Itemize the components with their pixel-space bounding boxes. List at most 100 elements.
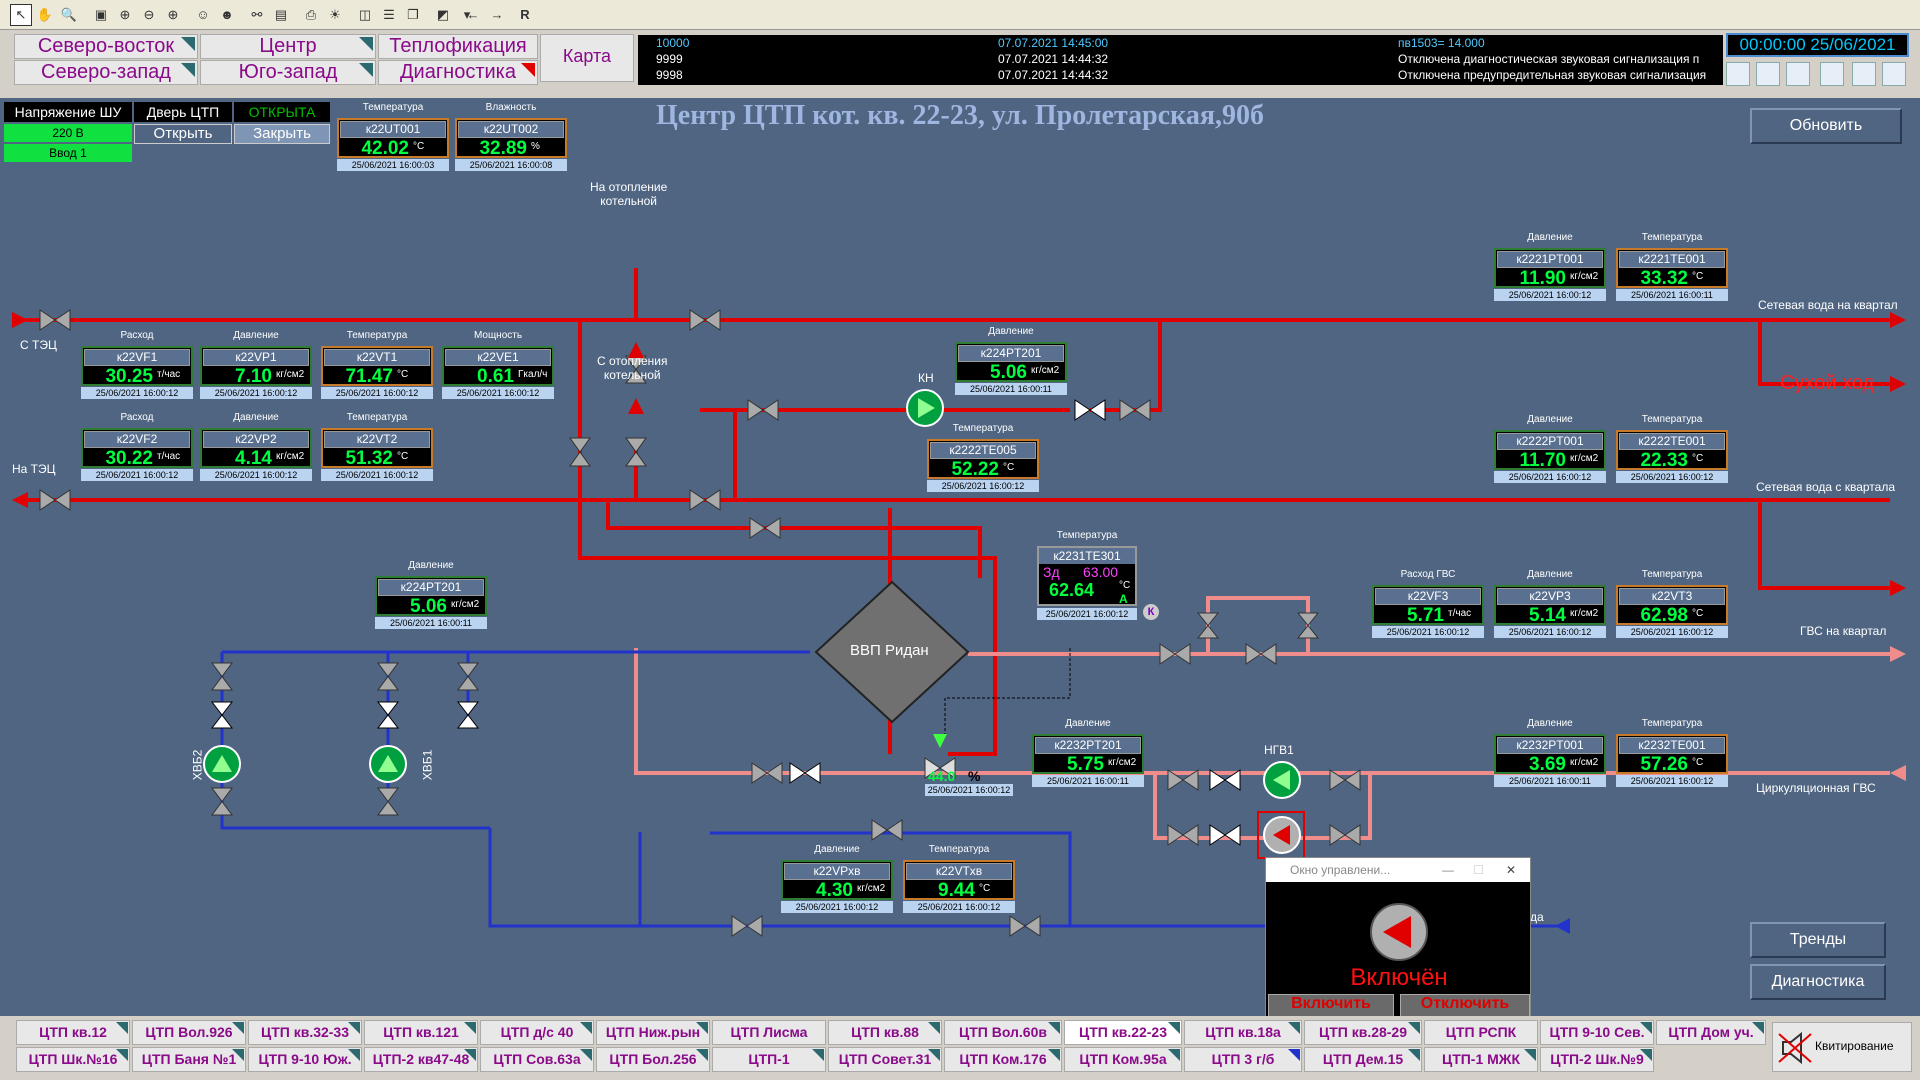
station-tab[interactable]: ЦТП Ком.176 xyxy=(944,1047,1062,1072)
zoom-fit-icon[interactable]: ⊕ xyxy=(119,7,131,22)
station-tab[interactable]: ЦТП-2 кв47-48 xyxy=(364,1047,478,1072)
table-icon[interactable]: ▤ xyxy=(274,7,288,22)
station-tab[interactable]: ЦТП-2 Шк.№9 xyxy=(1540,1047,1654,1072)
acknowledge-button[interactable]: Квитирование xyxy=(1772,1022,1912,1072)
gauge-caption: Давление xyxy=(1065,718,1111,729)
bulb-icon[interactable]: ☀ xyxy=(329,7,341,22)
station-tab[interactable]: ЦТП кв.32-33 xyxy=(248,1020,362,1045)
zoom-in-icon[interactable]: ⊕ xyxy=(167,7,179,22)
minimize-icon[interactable]: — xyxy=(1442,863,1454,877)
print-icon[interactable]: ⎙ xyxy=(305,7,317,22)
station-tab[interactable]: ЦТП Вол.60в xyxy=(944,1020,1062,1045)
trends-button[interactable]: Тренды xyxy=(1750,922,1886,958)
graph-icon[interactable]: ◩ xyxy=(436,7,450,22)
station-tab[interactable]: ЦТП Ниж.рын xyxy=(596,1020,710,1045)
station-tab[interactable]: ЦТП Сов.63а xyxy=(480,1047,594,1072)
nav-sever-zapad[interactable]: Северо-запад xyxy=(14,60,198,85)
hand-icon[interactable]: ✋ xyxy=(36,7,54,22)
pointer-icon[interactable]: ↖ xyxy=(10,4,32,26)
station-tab[interactable]: ЦТП 3 г/б xyxy=(1184,1047,1302,1072)
station-tab[interactable]: ЦТП-1 xyxy=(712,1047,826,1072)
diagnostics-button[interactable]: Диагностика xyxy=(1750,964,1886,1000)
refresh-button[interactable]: Обновить xyxy=(1750,108,1902,144)
gauge-timestamp: 25/06/2021 16:00:12 xyxy=(903,901,1015,913)
settings-icon[interactable] xyxy=(1882,62,1906,86)
station-tab[interactable]: ЦТП Бол.256 xyxy=(596,1047,710,1072)
station-tab[interactable]: ЦТП Ком.95а xyxy=(1064,1047,1182,1072)
nav-diagnostika[interactable]: Диагностика xyxy=(378,60,538,85)
gauge-timestamp: 25/06/2021 16:00:12 xyxy=(1372,626,1484,638)
gauge-tag: к22VP1 xyxy=(203,349,309,366)
gauge-value: 71.47 xyxy=(345,366,393,387)
exit-icon[interactable] xyxy=(1852,62,1876,86)
control-window[interactable]: Окно управлени... — ☐ ✕ Включён Включить… xyxy=(1265,857,1531,1029)
station-tab[interactable]: ЦТП кв.18а xyxy=(1184,1020,1302,1045)
page-title: Центр ЦТП кот. кв. 22-23, ул. Пролетарск… xyxy=(656,100,1264,131)
users-icon[interactable]: ☺ xyxy=(196,7,210,22)
station-tab[interactable]: ЦТП-1 МЖК xyxy=(1424,1047,1538,1072)
nav-teplofikaciya[interactable]: Теплофикация xyxy=(378,34,538,59)
control-window-titlebar[interactable]: Окно управлени... — ☐ ✕ xyxy=(1266,858,1530,882)
station-tab[interactable]: ЦТП 9-10 Сев. xyxy=(1540,1020,1654,1045)
zoom-icon[interactable]: 🔍 xyxy=(60,7,78,22)
layout-icon[interactable]: ◫ xyxy=(358,7,372,22)
gauge-unit: °C xyxy=(1003,462,1015,473)
windows-icon[interactable]: ❐ xyxy=(407,7,419,22)
nav-karta[interactable]: Карта xyxy=(540,34,634,82)
back-icon[interactable]: ← xyxy=(466,7,480,22)
corner-marker-icon xyxy=(1168,1049,1180,1061)
forward-icon[interactable]: → xyxy=(490,7,504,22)
r-button[interactable]: R xyxy=(520,7,530,22)
edit-icon[interactable] xyxy=(1756,62,1780,86)
network-icon[interactable] xyxy=(1726,62,1750,86)
station-tab[interactable]: ЦТП Вол.926 xyxy=(132,1020,246,1045)
station-tab[interactable]: ЦТП Совет.31 xyxy=(828,1047,942,1072)
gauge-caption: Расход xyxy=(120,412,154,423)
station-tab[interactable]: ЦТП РСПК xyxy=(1424,1020,1538,1045)
station-tab[interactable]: ЦТП Дом уч. xyxy=(1656,1020,1766,1045)
gauge-timestamp: 25/06/2021 16:00:12 xyxy=(81,469,193,481)
gauge-tag: к2222TE001 xyxy=(1619,433,1725,450)
corner-marker-icon xyxy=(1752,1022,1764,1034)
station-tab[interactable]: ЦТП Лисма xyxy=(712,1020,826,1045)
station-tab[interactable]: ЦТП кв.88 xyxy=(828,1020,942,1045)
k-badge[interactable]: К xyxy=(1143,604,1159,620)
corner-marker-icon xyxy=(1288,1022,1300,1034)
door-open-button[interactable]: Открыть xyxy=(134,124,232,144)
gauge-timestamp: 25/06/2021 16:00:11 xyxy=(1032,775,1144,787)
binoculars-icon[interactable]: ⚯ xyxy=(251,7,263,22)
maximize-icon[interactable]: ☐ xyxy=(1473,863,1484,877)
alarm-log[interactable]: 10000 07.07.2021 14:45:00 пв1503= 14.000… xyxy=(638,35,1723,85)
station-tab[interactable]: ЦТП кв.121 xyxy=(364,1020,478,1045)
station-tab[interactable]: ЦТП д/с 40 xyxy=(480,1020,594,1045)
plugin-icon[interactable] xyxy=(1786,62,1810,86)
door-close-button[interactable]: Закрыть xyxy=(234,124,330,144)
station-tab[interactable]: ЦТП кв.12 xyxy=(16,1020,130,1045)
setpoint-label: Зд xyxy=(1043,564,1060,580)
gauge-unit: кг/см2 xyxy=(276,451,305,462)
station-tab-active[interactable]: ЦТП кв.22-23 xyxy=(1064,1020,1182,1045)
nav-centr[interactable]: Центр xyxy=(200,34,376,59)
zoom-1-1-icon[interactable]: ▣ xyxy=(94,7,108,22)
zoom-out-icon[interactable]: ⊖ xyxy=(143,7,155,22)
nav-sever-vostok[interactable]: Северо-восток xyxy=(14,34,198,59)
rows-icon[interactable]: ☰ xyxy=(383,7,395,22)
corner-marker-icon xyxy=(696,1022,708,1034)
station-tab[interactable]: ЦТП Шк.№16 xyxy=(16,1047,130,1072)
user-icon[interactable]: ☻ xyxy=(220,7,234,22)
time-icon[interactable] xyxy=(1820,62,1844,86)
temperature-regulator[interactable]: Температура к2231TE301 Зд 63.00 62.64 °C… xyxy=(1037,530,1137,620)
arrow-down-icon[interactable]: ▾ xyxy=(463,7,471,22)
station-tab[interactable]: ЦТП Дем.15 xyxy=(1304,1047,1422,1072)
station-tab[interactable]: ЦТП Баня №1 xyxy=(132,1047,246,1072)
close-icon[interactable]: ✕ xyxy=(1505,863,1516,877)
nav-yugo-zapad[interactable]: Юго-запад xyxy=(200,60,376,85)
gauge-unit: кг/см2 xyxy=(1570,453,1599,464)
gauge-caption: Давление xyxy=(233,330,279,341)
station-tab[interactable]: ЦТП 9-10 Юж. xyxy=(248,1047,362,1072)
station-tab-label: ЦТП кв.121 xyxy=(383,1024,459,1040)
station-tab[interactable]: ЦТП кв.28-29 xyxy=(1304,1020,1422,1045)
